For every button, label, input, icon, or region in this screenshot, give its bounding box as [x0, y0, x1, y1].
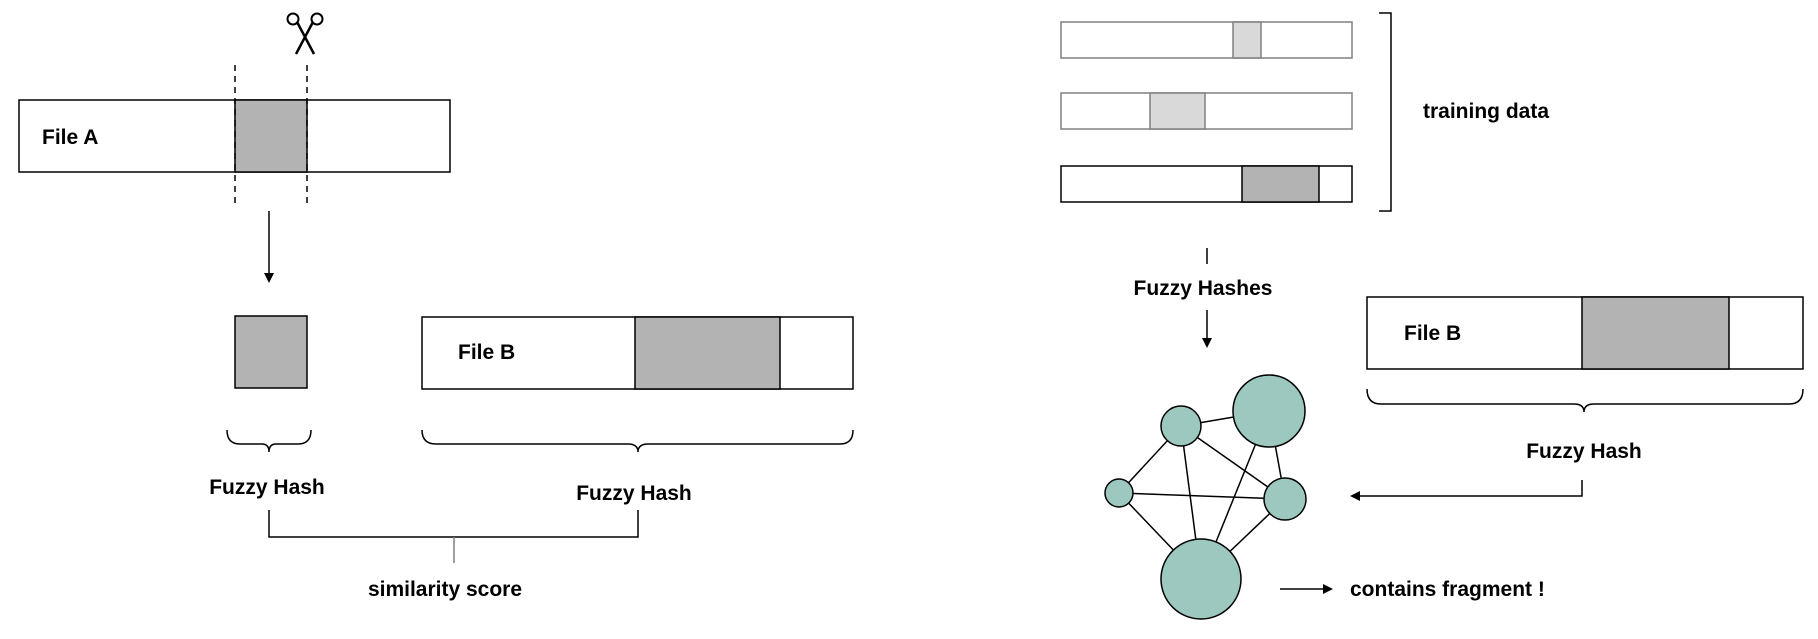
file-b-label: File B	[458, 341, 515, 364]
training-data-label: training data	[1423, 100, 1549, 123]
file-b-right-label: File B	[1404, 322, 1461, 345]
training-bar-3-fragment	[1241, 165, 1320, 203]
file-b-brace	[421, 429, 854, 453]
file-b-hash-label: Fuzzy Hash	[576, 482, 692, 505]
training-data-bracket	[1379, 12, 1392, 212]
fuzzy-hashes-label: Fuzzy Hashes	[1134, 277, 1273, 300]
fragment-brace	[226, 429, 312, 453]
graph-edge	[1118, 492, 1286, 500]
training-bar-2-fragment	[1149, 92, 1206, 130]
file-b-right-fragment	[1581, 296, 1730, 370]
file-b-right-brace	[1366, 388, 1804, 413]
training-bar-1	[1060, 21, 1353, 59]
similarity-connector	[268, 510, 639, 538]
extracted-fragment	[234, 315, 308, 389]
graph-nodes	[1104, 374, 1307, 620]
graph-node	[1160, 538, 1242, 620]
file-b-fragment	[634, 316, 781, 390]
fragment-hash-label: Fuzzy Hash	[209, 476, 325, 499]
graph-node	[1160, 405, 1202, 447]
scissors-icon	[286, 12, 324, 55]
similarity-score-label: similarity score	[368, 578, 522, 601]
training-bar-2	[1060, 92, 1353, 130]
graph-node	[1104, 478, 1134, 508]
file-b-right-hash-label: Fuzzy Hash	[1526, 440, 1642, 463]
hash-to-graph-arrow	[1350, 480, 1583, 501]
graph-node	[1263, 477, 1307, 521]
right-panel: training data Fuzzy Hashes contains	[1060, 12, 1804, 620]
file-a-label: File A	[42, 126, 98, 149]
contains-fragment-label: contains fragment !	[1350, 578, 1545, 601]
left-panel: File A Fuzzy Hash File B Fuzzy Hash simi…	[18, 12, 854, 601]
file-a-fragment	[234, 99, 308, 173]
training-bar-1-fragment	[1232, 21, 1262, 59]
graph-node	[1232, 374, 1306, 448]
